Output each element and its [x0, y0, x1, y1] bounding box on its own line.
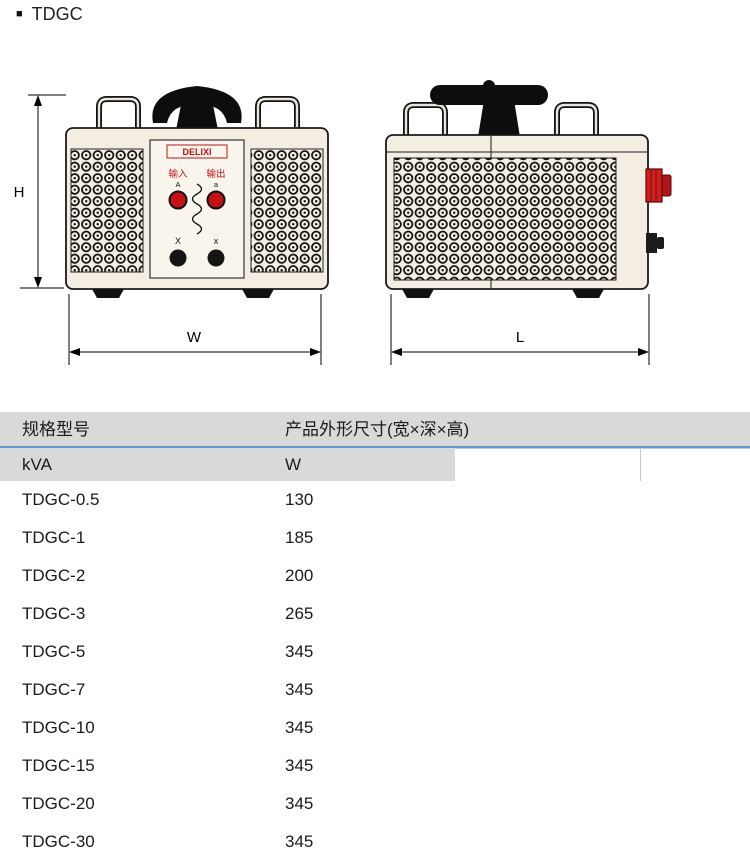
- winding-symbol-icon: [191, 183, 203, 235]
- table-unit-row: kVA W: [0, 448, 750, 481]
- input-label: 输入: [168, 168, 188, 180]
- model-cell: TDGC-7: [22, 680, 86, 699]
- w-value-cell: 185: [285, 528, 314, 547]
- terminal-a-lower-label: a: [214, 180, 219, 189]
- model-cell: TDGC-3: [22, 604, 86, 623]
- model-cell: TDGC-30: [22, 832, 95, 851]
- front-loop-handle-icon: [96, 96, 300, 130]
- table-row: TDGC-1 185: [0, 519, 750, 557]
- side-carry-handle-icon: [430, 80, 548, 137]
- table-row: TDGC-30 345: [0, 823, 750, 861]
- dimension-l-label: L: [516, 329, 524, 346]
- model-cell: TDGC-20: [22, 794, 95, 813]
- side-foot-left: [402, 289, 434, 298]
- vent-grid-right: [250, 148, 324, 273]
- dimension-h-label: H: [14, 184, 25, 201]
- brand-badge: [166, 144, 228, 159]
- unit-w: W: [275, 448, 455, 481]
- w-value-cell: 265: [285, 604, 314, 623]
- dimension-w-label: W: [187, 329, 202, 346]
- table-row: TDGC-2 200: [0, 557, 750, 595]
- w-value-cell: 345: [285, 794, 314, 813]
- w-value-cell: 345: [285, 832, 314, 851]
- w-value-cell: 345: [285, 680, 314, 699]
- unit-kva: kVA: [0, 448, 275, 481]
- terminal-x-lower-label: x: [214, 236, 219, 246]
- side-view-drawing: [385, 80, 672, 298]
- unit-col-4: [640, 448, 750, 481]
- model-cell: TDGC-0.5: [22, 490, 100, 509]
- front-carry-handle-icon: [152, 86, 242, 130]
- vent-grid-side: [393, 157, 617, 281]
- black-terminal-connector-icon: [646, 233, 664, 253]
- input-knob: [168, 190, 188, 210]
- front-foot-left: [92, 289, 124, 298]
- model-cell: TDGC-1: [22, 528, 86, 547]
- vent-grid-left: [70, 148, 144, 273]
- unit-col-3: [455, 448, 640, 481]
- table-row: TDGC-3 265: [0, 595, 750, 633]
- page-title: ■ TDGC: [16, 4, 83, 25]
- table-row: TDGC-0.5 130: [0, 481, 750, 519]
- w-value-cell: 130: [285, 490, 314, 509]
- model-cell: TDGC-2: [22, 566, 86, 585]
- terminal-a-upper-label: A: [175, 180, 180, 189]
- page-title-text: TDGC: [31, 4, 83, 24]
- w-value-cell: 345: [285, 756, 314, 775]
- w-value-cell: 345: [285, 642, 314, 661]
- brand-label: DELIXI: [182, 147, 211, 157]
- control-panel: DELIXI 输入 输出 A a X x: [149, 139, 245, 279]
- terminal-knob-x2: [207, 249, 225, 267]
- dimension-h: H: [14, 94, 66, 289]
- table-row: TDGC-10 345: [0, 709, 750, 747]
- spec-table: 规格型号 产品外形尺寸(宽×深×高) kVA W TDGC-0.5 130 TD…: [0, 412, 750, 861]
- model-cell: TDGC-5: [22, 642, 86, 661]
- spec-table-body: TDGC-0.5 130 TDGC-1 185 TDGC-2 200 TDGC-…: [0, 481, 750, 861]
- table-row: TDGC-7 345: [0, 671, 750, 709]
- technical-drawing: DELIXI 输入 输出 A a X x: [14, 80, 672, 365]
- red-terminal-connector-icon: [645, 168, 672, 203]
- dimension-w: W: [68, 294, 322, 365]
- terminal-knob-x: [169, 249, 187, 267]
- front-view-drawing: DELIXI 输入 输出 A a X x: [65, 86, 329, 298]
- side-loop-handle-icon: [403, 102, 599, 137]
- model-cell: TDGC-15: [22, 756, 95, 775]
- header-dimensions: 产品外形尺寸(宽×深×高): [285, 420, 470, 439]
- side-foot-right: [572, 289, 604, 298]
- terminal-x-upper-label: X: [175, 236, 181, 246]
- model-cell: TDGC-10: [22, 718, 95, 737]
- w-value-cell: 345: [285, 718, 314, 737]
- output-label: 输出: [206, 168, 225, 180]
- table-row: TDGC-5 345: [0, 633, 750, 671]
- table-row: TDGC-15 345: [0, 747, 750, 785]
- front-foot-right: [242, 289, 274, 298]
- w-value-cell: 200: [285, 566, 314, 585]
- table-row: TDGC-20 345: [0, 785, 750, 823]
- table-header-row: 规格型号 产品外形尺寸(宽×深×高): [0, 412, 750, 448]
- header-spec-model: 规格型号: [22, 420, 90, 439]
- output-knob: [206, 190, 226, 210]
- dimension-l: L: [390, 294, 650, 365]
- bullet-square-icon: ■: [16, 8, 23, 20]
